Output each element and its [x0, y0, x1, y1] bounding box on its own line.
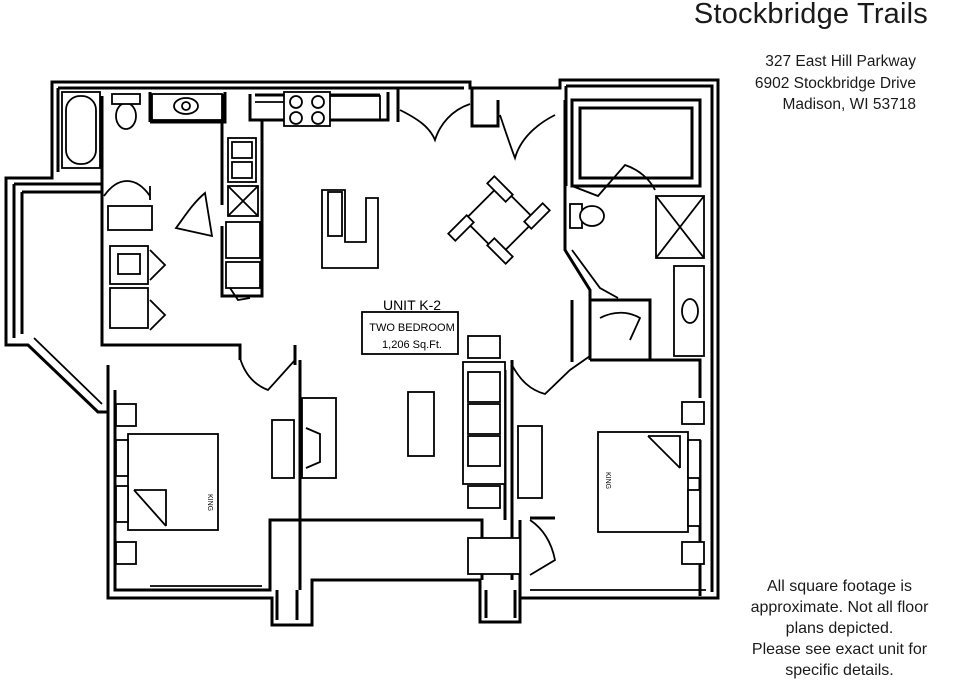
bathroom-right-fixtures — [569, 195, 705, 357]
washer — [109, 245, 149, 285]
address-line-1: 327 East Hill Parkway — [765, 53, 916, 70]
doors — [103, 103, 656, 576]
bedroom-right: KING — [597, 401, 705, 565]
vanity-right — [673, 265, 705, 357]
bed-left — [127, 433, 219, 531]
bedroom-left: KING — [115, 403, 295, 565]
toilet-left — [115, 102, 137, 130]
address-line-3: Madison, WI 53718 — [782, 96, 916, 113]
laundry-area — [107, 205, 153, 329]
sofa — [462, 361, 506, 485]
tv-console — [301, 397, 337, 479]
toilet-right — [579, 205, 605, 227]
bathtub — [61, 91, 101, 169]
unit-label: UNIT K-2 TWO BEDROOM 1,206 Sq.Ft. — [361, 297, 459, 355]
kitchen-fixtures — [225, 91, 381, 289]
address-line-2: 6902 Stockbridge Drive — [754, 74, 916, 92]
dining-table — [446, 174, 552, 266]
address-block: 327 East Hill Parkway 6902 Stockbridge D… — [755, 51, 916, 116]
living-room-fixtures — [301, 335, 543, 509]
disclaimer-line-1: All square footage is — [767, 578, 912, 595]
bed-label-left: KING — [206, 494, 213, 511]
interior-walls — [100, 88, 702, 598]
bed-right — [597, 431, 689, 533]
bed-label-right: KING — [604, 472, 611, 489]
refrigerator — [225, 221, 261, 259]
unit-area: 1,206 Sq.Ft. — [382, 339, 442, 351]
disclaimer-line-3: plans depicted. — [785, 620, 894, 637]
disclaimer-line-2: approximate. Not all floor — [750, 599, 929, 616]
entry-closet — [362, 519, 521, 575]
dryer — [109, 287, 149, 329]
disclaimer-line-5: specific details. — [785, 662, 894, 679]
disclaimer: All square footage is approximate. Not a… — [737, 576, 942, 681]
bathroom-left-fixtures — [61, 91, 223, 169]
coffee-table — [407, 391, 435, 457]
property-name: Stockbridge Trails — [693, 0, 928, 30]
disclaimer-line-4: Please see exact unit for — [751, 641, 928, 658]
kitchen-island — [321, 189, 379, 269]
unit-name: UNIT K-2 — [383, 297, 441, 313]
unit-bedrooms: TWO BEDROOM — [369, 322, 455, 334]
